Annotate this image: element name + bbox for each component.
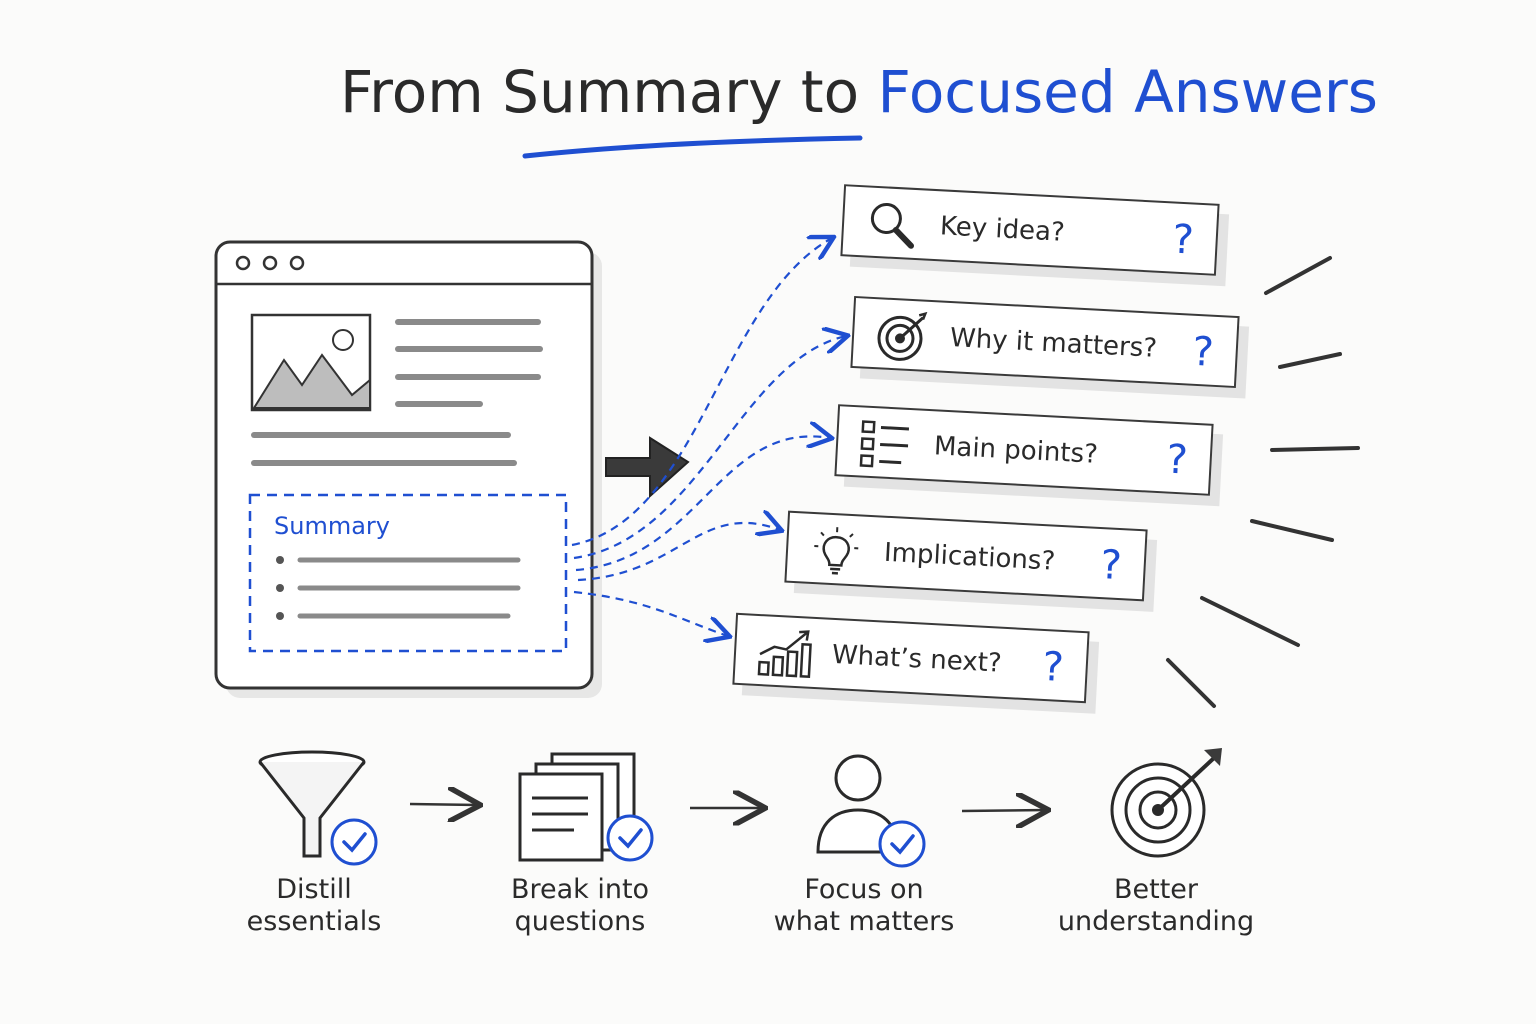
step-line-1: Distill xyxy=(276,874,352,905)
step-line-1: Focus on xyxy=(804,874,924,905)
transform-arrow-icon xyxy=(605,436,690,499)
question-card-implications: Implications? ? xyxy=(784,510,1148,602)
question-label: Key idea? xyxy=(939,211,1066,248)
target-icon xyxy=(877,311,928,361)
emphasis-lines xyxy=(1166,256,1360,708)
connector-arrows xyxy=(571,238,846,636)
question-mark: ? xyxy=(1099,542,1123,590)
question-label: Implications? xyxy=(883,537,1056,577)
person-icon xyxy=(816,754,926,868)
check-badge-icon xyxy=(330,818,378,866)
window-dot-1 xyxy=(235,255,251,271)
step-focus-label: Focus on what matters xyxy=(744,874,984,938)
step-distill-label: Distill essentials xyxy=(194,874,434,938)
step-line-2: essentials xyxy=(246,906,382,937)
document-window xyxy=(214,240,602,698)
question-mark: ? xyxy=(1165,436,1189,484)
content-text-lines xyxy=(251,319,543,466)
window-dot-3 xyxy=(289,255,305,271)
step-line-2: questions xyxy=(514,906,646,937)
summary-bullets xyxy=(276,556,284,620)
summary-lines xyxy=(297,557,521,619)
question-mark: ? xyxy=(1191,328,1215,376)
question-label: What’s next? xyxy=(831,639,1003,679)
title-part-1: From Summary to xyxy=(340,58,878,126)
summary-label: Summary xyxy=(274,512,390,540)
summary-box xyxy=(248,493,568,653)
documents-icon xyxy=(518,752,654,862)
funnel-icon xyxy=(258,750,378,866)
image-placeholder-icon xyxy=(250,313,372,412)
question-label: Why it matters? xyxy=(949,323,1158,364)
page-title: From Summary to Focused Answers xyxy=(340,52,1378,132)
step-line-2: what matters xyxy=(773,906,955,937)
step-line-1: Break into xyxy=(510,874,650,905)
flow-arrows xyxy=(409,804,1046,811)
question-mark: ? xyxy=(1041,643,1065,691)
question-card-main-points: Main points? ? xyxy=(834,404,1214,496)
lightbulb-icon xyxy=(814,527,859,575)
checklist-icon xyxy=(859,420,910,468)
window-dot-2 xyxy=(262,255,278,271)
question-card-key-idea: Key idea? ? xyxy=(840,184,1220,276)
step-break-label: Break into questions xyxy=(460,874,700,938)
magnifier-icon xyxy=(870,202,915,249)
check-badge-icon xyxy=(606,814,654,862)
target-icon xyxy=(1110,748,1222,858)
growth-chart-icon xyxy=(757,630,812,678)
question-mark: ? xyxy=(1171,216,1195,264)
step-line-1: Better xyxy=(1113,874,1199,905)
question-label: Main points? xyxy=(933,431,1099,470)
step-better-label: Better understanding xyxy=(1036,874,1276,938)
question-card-whats-next: What’s next? ? xyxy=(732,612,1090,704)
question-card-why-it-matters: Why it matters? ? xyxy=(850,295,1240,389)
check-badge-icon xyxy=(878,820,926,868)
title-part-2: Focused Answers xyxy=(877,58,1378,126)
title-underline xyxy=(522,135,863,159)
step-line-2: understanding xyxy=(1057,906,1255,937)
